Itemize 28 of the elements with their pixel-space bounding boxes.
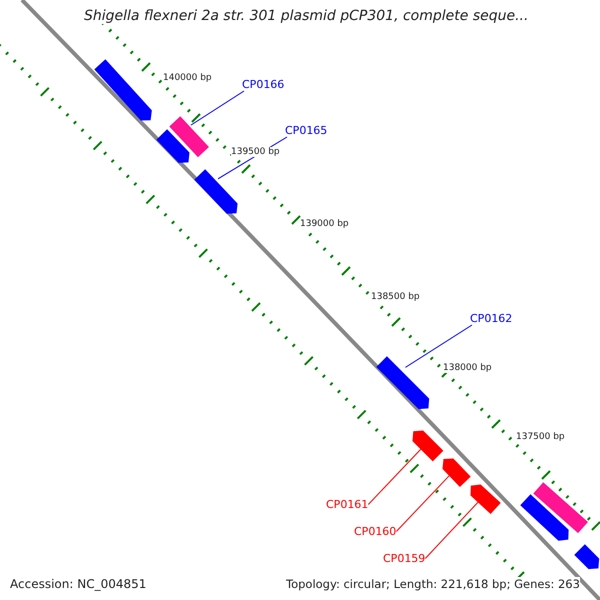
tick-label: 137500 bp [516, 432, 565, 442]
gene-label: CP0162 [470, 312, 512, 325]
gene-label: CP0161 [326, 498, 368, 511]
tick-label: 138500 bp [371, 292, 420, 302]
tick-label: 139500 bp [231, 147, 280, 157]
tick-label: 138000 bp [443, 363, 492, 373]
gene-feature [170, 117, 208, 157]
gene-label: CP0159 [383, 552, 426, 565]
gene-feature [575, 545, 599, 569]
gene-label: CP0160 [354, 525, 396, 538]
gene-feature [377, 357, 429, 409]
gene-feature [94, 60, 152, 120]
accession-text: Accession: NC_004851 [10, 577, 146, 591]
leader-line [404, 324, 472, 368]
gene-feature [413, 431, 443, 461]
leader-line [190, 90, 244, 126]
tick-label: 140000 bp [163, 73, 212, 83]
gene-feature [534, 482, 588, 532]
gene-feature [156, 130, 189, 163]
gene-feature [194, 170, 237, 214]
summary-text: Topology: circular; Length: 221,618 bp; Genes: 263 [286, 577, 580, 591]
title: Shigella flexneri 2a str. 301 plasmid pCP301, complete seque... [84, 8, 528, 24]
gene-label: CP0165 [285, 124, 328, 137]
gene-feature [521, 494, 568, 540]
gene-label: CP0166 [242, 78, 284, 91]
tick-label: 139000 bp [300, 219, 349, 229]
gene-feature [470, 484, 500, 514]
gene-feature [443, 458, 470, 486]
